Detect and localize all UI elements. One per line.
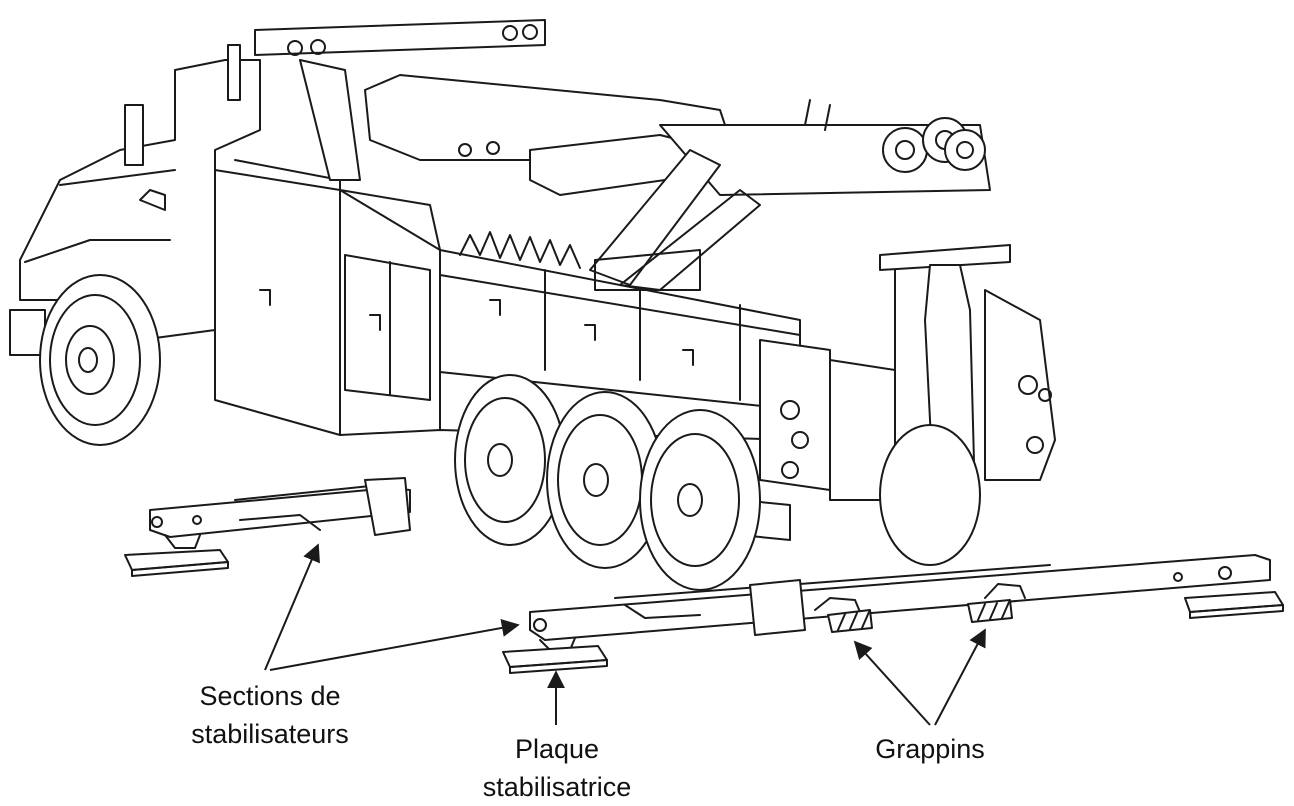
- rear-wheels: [454, 374, 981, 591]
- crane-boom: [254, 19, 991, 291]
- arrow-sections-left: [264, 543, 320, 671]
- label-grappins: Grappins: [850, 730, 1010, 768]
- arrow-grappins-right: [934, 628, 986, 726]
- label-plaque-stabilisatrice: Plaque stabilisatrice: [452, 730, 662, 806]
- label-grappins-text: Grappins: [875, 734, 985, 764]
- grappins-hooks: [814, 583, 1026, 633]
- label-sections-line2: stabilisateurs: [191, 719, 349, 749]
- right-stabilizer: [502, 554, 1284, 674]
- arrow-grappins-left: [853, 640, 931, 726]
- left-stabilizer: [124, 477, 411, 577]
- truck-cab: [9, 44, 261, 356]
- label-sections-line1: Sections de: [199, 681, 341, 711]
- label-plaque-line2: stabilisatrice: [482, 772, 632, 802]
- label-sections-de-stabilisateurs: Sections de stabilisateurs: [165, 677, 375, 753]
- front-wheel: [39, 274, 161, 446]
- label-plaque-line1: Plaque: [514, 734, 600, 764]
- callout-arrows: [264, 543, 986, 726]
- arrow-sections-right: [269, 619, 520, 671]
